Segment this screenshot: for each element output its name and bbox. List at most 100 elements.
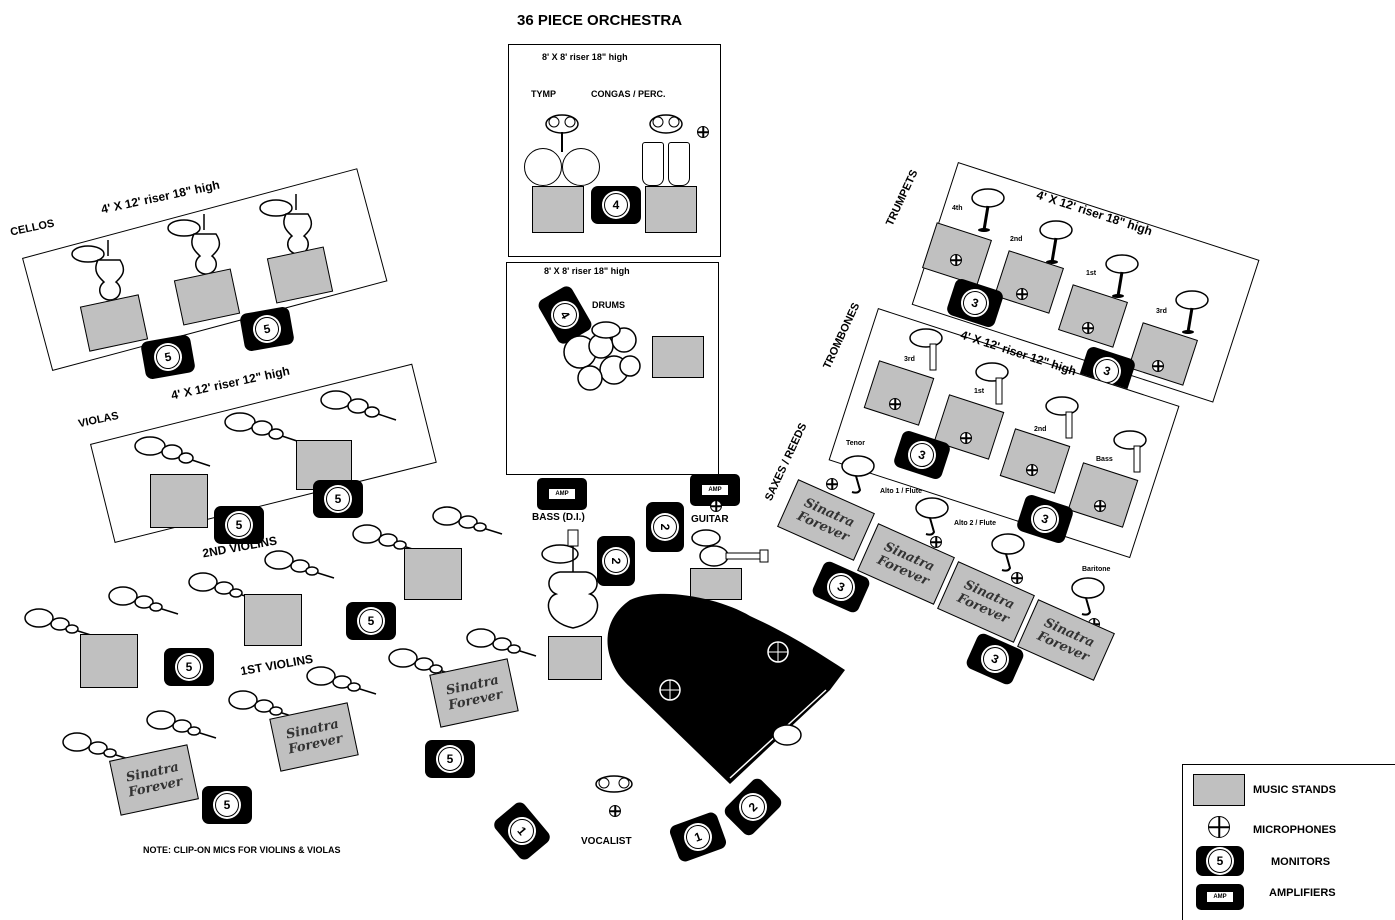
trumpet-chair-label: 1st bbox=[1086, 270, 1097, 277]
violinist-icon bbox=[350, 522, 426, 561]
music-stand bbox=[244, 594, 302, 646]
saxophonist-icon bbox=[908, 494, 958, 545]
microphone-icon bbox=[930, 536, 942, 548]
microphone-icon bbox=[950, 254, 962, 266]
tymp-player-icon bbox=[538, 112, 588, 159]
violist-icon bbox=[222, 410, 304, 451]
monitor-wedge: 3 bbox=[964, 631, 1026, 687]
trombonist-icon bbox=[902, 326, 952, 377]
trombonist-icon bbox=[1038, 394, 1088, 445]
monitor-wedge: 5 bbox=[346, 602, 396, 640]
congas-label: CONGAS / PERC. bbox=[591, 89, 666, 99]
first-violins-label: 1ST VIOLINS bbox=[239, 651, 315, 679]
drums-riser-label: 8' X 8' riser 18" high bbox=[544, 266, 630, 276]
microphone-icon bbox=[1011, 572, 1023, 584]
pianist-icon bbox=[770, 720, 804, 755]
vocalist-icon bbox=[590, 772, 640, 803]
trombonist-icon bbox=[1106, 428, 1156, 479]
monitor-wedge: 5 bbox=[313, 480, 363, 518]
trumpet-chair-label: 2nd bbox=[1010, 236, 1023, 243]
saxophonist-icon bbox=[984, 530, 1034, 581]
music-stand bbox=[404, 548, 462, 600]
sax-chair-label: Tenor bbox=[846, 440, 865, 447]
violinist-icon bbox=[22, 606, 98, 645]
guitar-player-icon bbox=[688, 528, 770, 577]
monitor-wedge: 4 bbox=[591, 186, 641, 224]
music-stand bbox=[645, 186, 697, 233]
saxophonist-icon bbox=[834, 452, 884, 503]
saxophonist-icon bbox=[1064, 574, 1114, 625]
clip-on-mics-note: NOTE: CLIP-ON MICS FOR VIOLINS & VIOLAS bbox=[143, 845, 341, 855]
trombonist-icon bbox=[968, 360, 1018, 411]
microphone-icon bbox=[1208, 816, 1230, 838]
conga-player-icon bbox=[642, 112, 692, 149]
violinist-icon bbox=[304, 664, 380, 703]
cellist-icon bbox=[164, 210, 224, 281]
microphone-icon bbox=[697, 126, 709, 138]
microphone-icon bbox=[1026, 464, 1038, 476]
music-stand bbox=[690, 568, 742, 600]
violinist-icon bbox=[60, 730, 136, 769]
tympani-drum bbox=[562, 148, 600, 186]
legend-microphones: MICROPHONES bbox=[1253, 824, 1337, 836]
cellist-icon bbox=[256, 190, 316, 261]
trombone-chair-label: 1st bbox=[974, 388, 985, 395]
legend-monitors: MONITORS bbox=[1271, 856, 1331, 868]
bass-label: BASS (D.I.) bbox=[532, 512, 585, 523]
microphone-icon bbox=[1094, 500, 1106, 512]
monitor-wedge: 1 bbox=[491, 799, 553, 863]
monitor-wedge: 2 bbox=[646, 502, 684, 552]
legend-monitor-swatch: 5 bbox=[1196, 846, 1244, 876]
violinist-icon bbox=[106, 584, 182, 623]
monitor-wedge: 1 bbox=[668, 810, 728, 864]
monitor-wedge: 5 bbox=[214, 506, 264, 544]
trombone-chair-label: 2nd bbox=[1034, 426, 1047, 433]
guitar-label: GUITAR bbox=[691, 514, 729, 525]
tympani-drum bbox=[524, 148, 562, 186]
violinist-icon bbox=[186, 570, 262, 609]
microphone-icon bbox=[609, 805, 621, 817]
microphone-icon bbox=[960, 432, 972, 444]
violinist-icon bbox=[144, 708, 220, 747]
violist-icon bbox=[132, 434, 214, 475]
microphone-icon bbox=[826, 478, 838, 490]
music-stand bbox=[548, 636, 602, 680]
microphone-icon bbox=[1152, 360, 1164, 372]
trumpets-label: TRUMPETS bbox=[884, 168, 921, 228]
sax-chair-label: Alto 1 / Flute bbox=[880, 488, 922, 495]
sax-chair-label: Alto 2 / Flute bbox=[954, 520, 996, 527]
violinist-icon bbox=[262, 548, 338, 587]
grand-piano-icon bbox=[600, 592, 850, 792]
tymp-label: TYMP bbox=[531, 89, 557, 99]
amplifier-guitar: AMP bbox=[690, 474, 740, 506]
trombone-chair-label: 3rd bbox=[904, 356, 915, 363]
microphone-icon bbox=[889, 398, 901, 410]
percussion-riser-label: 8' X 8' riser 18" high bbox=[542, 52, 628, 62]
monitor-wedge: 5 bbox=[164, 648, 214, 686]
trumpet-chair-label: 4th bbox=[952, 205, 963, 212]
monitor-wedge: 5 bbox=[140, 333, 196, 381]
trumpet-chair-label: 3rd bbox=[1156, 308, 1167, 315]
trumpeter-icon bbox=[1168, 288, 1218, 339]
vocalist-label: VOCALIST bbox=[581, 836, 632, 847]
legend-music-stands: MUSIC STANDS bbox=[1253, 784, 1336, 796]
monitor-wedge: 5 bbox=[202, 786, 252, 824]
music-stand bbox=[652, 336, 704, 378]
cellos-label: CELLOS bbox=[9, 217, 56, 239]
trombones-label: TROMBONES bbox=[821, 301, 863, 371]
conga-drum bbox=[642, 142, 664, 186]
trumpeter-icon bbox=[964, 186, 1014, 237]
drums-label: DRUMS bbox=[592, 300, 625, 310]
bass-player-icon bbox=[528, 526, 608, 643]
monitor-wedge: 5 bbox=[239, 305, 295, 353]
cellist-icon bbox=[68, 236, 128, 307]
monitor-wedge: 5 bbox=[425, 740, 475, 778]
trombone-chair-label: Bass bbox=[1096, 456, 1113, 463]
violist-icon bbox=[318, 388, 400, 429]
music-stand bbox=[80, 634, 138, 688]
page-title: 36 PIECE ORCHESTRA bbox=[517, 12, 683, 29]
microphone-icon bbox=[1016, 288, 1028, 300]
legend-stand-swatch bbox=[1193, 774, 1245, 806]
music-stand bbox=[150, 474, 208, 528]
music-stand bbox=[532, 186, 584, 233]
